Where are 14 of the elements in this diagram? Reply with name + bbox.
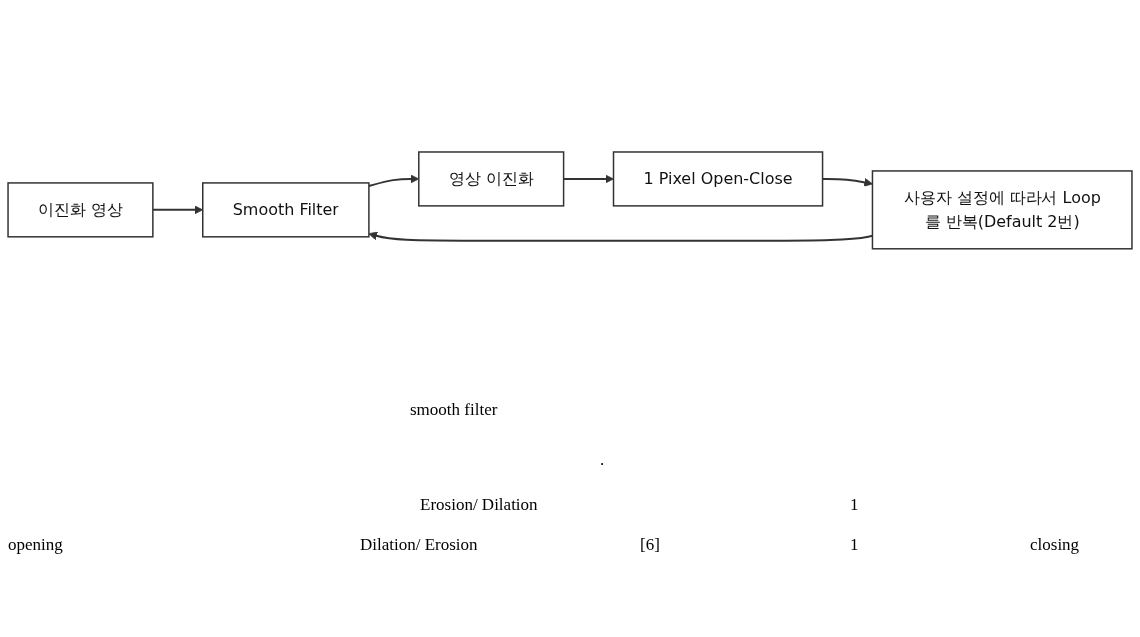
node-box: 이진화 영상	[7, 181, 154, 238]
text-fragment: 1	[850, 495, 859, 515]
text-fragment: [6]	[640, 535, 660, 555]
text-fragment: Erosion/ Dilation	[420, 495, 538, 515]
node-box: 사용자 설정에 따라서 Loop를 반복(Default 2번)	[871, 169, 1133, 250]
text-fragment: .	[600, 450, 605, 470]
text-fragment: opening	[8, 535, 63, 555]
node-box: Smooth Filter	[202, 181, 370, 238]
text-fragment: Dilation/ Erosion	[360, 535, 478, 555]
text-fragment: 1	[850, 535, 859, 555]
text-fragment: smooth filter	[410, 400, 498, 420]
node-box: 1 Pixel Open-Close	[612, 150, 824, 207]
node-box: 영상 이진화	[418, 150, 565, 207]
text-fragment: closing	[1030, 535, 1080, 555]
